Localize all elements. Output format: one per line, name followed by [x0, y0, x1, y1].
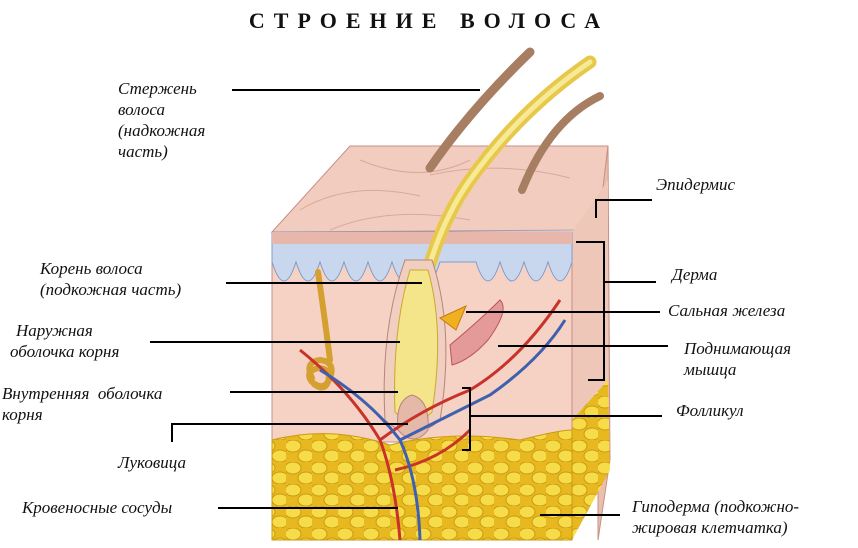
label-dermis: Дерма	[672, 265, 718, 284]
label-shaft-line: волоса	[118, 100, 165, 119]
page-title: СТРОЕНИЕ ВОЛОСА	[248, 8, 610, 33]
label-bulb: Луковица	[118, 453, 186, 472]
label-hypodermis-line: жировая клетчатка)	[632, 518, 788, 537]
erector-muscle	[449, 299, 504, 366]
label-sebaceous: Сальная железа	[668, 301, 786, 320]
label-muscle-line: мышца	[684, 360, 737, 379]
leader-lines	[150, 89, 668, 516]
label-shaft-line: часть)	[118, 142, 168, 161]
label-shaft-line: Стержень	[118, 79, 197, 98]
sweat-gland	[306, 269, 335, 391]
vein-vessels	[319, 319, 567, 541]
label-hypodermis: Гиподерма (подкожно- жировая клетчатка)	[632, 496, 799, 538]
label-outer-sheath-line: Наружная	[16, 321, 93, 340]
label-root: Корень волоса (подкожная часть)	[40, 258, 181, 300]
label-outer-sheath-line: оболочка корня	[10, 342, 120, 361]
label-hypodermis-line: Гиподерма (подкожно-	[632, 497, 800, 516]
label-muscle-line: Поднимающая	[684, 339, 792, 358]
label-shaft-line: (надкожная	[118, 121, 206, 140]
sebaceous-gland	[439, 305, 467, 331]
label-inner-sheath: Внутренняя оболочка корня	[2, 383, 162, 425]
hypodermis-fat	[271, 429, 573, 541]
label-vessels: Кровеносные сосуды	[22, 498, 173, 517]
label-root-line: Корень волоса	[40, 259, 143, 278]
label-root-line: (подкожная часть)	[40, 280, 182, 299]
label-inner-sheath-line: Внутренняя оболочка	[2, 384, 163, 403]
hair-shaft-right	[518, 92, 604, 194]
right-fat-face	[572, 380, 610, 540]
label-shaft: Стержень волоса (надкожная часть)	[118, 78, 205, 162]
label-muscle: Поднимающая мышца	[684, 338, 791, 380]
label-epidermis: Эпидермис	[656, 175, 736, 194]
label-outer-sheath: Наружная оболочка корня	[10, 320, 119, 362]
label-inner-sheath-line: корня	[2, 405, 43, 424]
hair-shaft-left	[425, 47, 535, 173]
label-follicle: Фолликул	[676, 401, 744, 420]
